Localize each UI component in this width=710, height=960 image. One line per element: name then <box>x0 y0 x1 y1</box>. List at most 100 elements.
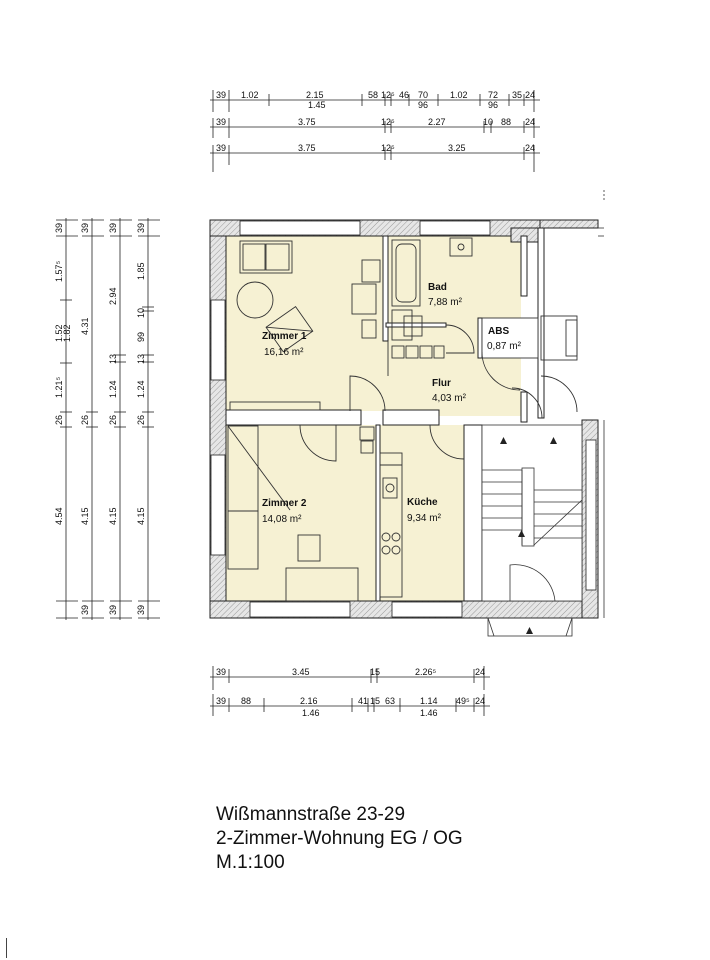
dim-bottom-2-8: 49⁵ <box>456 696 470 706</box>
dim-top-2-4: 2.27 <box>428 117 446 127</box>
dim-bottom-2-6: 63 <box>385 696 395 706</box>
dim-left-3-2: 2.94 <box>108 287 118 305</box>
dim-top-1-3: 2.15 <box>306 90 324 100</box>
dim-left-3-7: 39 <box>108 605 118 615</box>
dim-top-3-4: 3.25 <box>448 143 466 153</box>
dim-top-1-1: 39 <box>216 90 226 100</box>
dim-left-4-4: 99 <box>136 332 146 342</box>
room-labels: Zimmer 1 16,16 m² Bad 7,88 m² ABS 0,87 m… <box>262 282 522 525</box>
dim-left-1-1: 39 <box>54 223 64 233</box>
room-name-bad: Bad <box>428 282 447 293</box>
dim-bottom-2-9: 24 <box>475 696 485 706</box>
dim-top-1-7: 70 <box>418 90 428 100</box>
dimension-texts-top: 39 1.02 2.15 58 12⁵ 46 70 1.02 72 35 24 … <box>216 90 535 153</box>
dim-bottom-2-sub-1: 1.46 <box>302 708 320 718</box>
dim-left-3-4: 1.24 <box>108 380 118 398</box>
dim-bottom-1-3: 15 <box>370 667 380 677</box>
dim-left-4-2: 1.85 <box>136 262 146 280</box>
dim-top-2-5: 10 <box>483 117 493 127</box>
dim-bottom-2-4: 41 <box>358 696 368 706</box>
dim-top-3-2: 3.75 <box>298 143 316 153</box>
room-area-bad: 7,88 m² <box>428 297 463 308</box>
furniture-zimmer-1 <box>229 240 381 411</box>
dimension-lines-top <box>210 90 540 172</box>
dim-left-2-4: 26 <box>80 415 90 425</box>
caption-street: Wißmannstraße 23-29 <box>216 804 406 825</box>
dim-left-4-8: 4.15 <box>136 507 146 525</box>
dim-left-2-5: 4.15 <box>80 507 90 525</box>
dim-top-1-4: 58 <box>368 90 378 100</box>
dim-left-4-5: 13 <box>136 354 146 364</box>
room-fills <box>226 236 521 601</box>
dim-bottom-1-1: 39 <box>216 667 226 677</box>
dim-left-1-2: 1.57⁵ <box>54 260 64 282</box>
dim-left-3-6: 4.15 <box>108 507 118 525</box>
dim-bottom-2-2: 88 <box>241 696 251 706</box>
dim-left-4-1: 39 <box>136 223 146 233</box>
room-name-abs: ABS <box>488 326 509 337</box>
dim-top-1-2: 1.02 <box>241 90 259 100</box>
windows <box>210 220 597 618</box>
dim-top-1-8: 1.02 <box>450 90 468 100</box>
floor-plan: Zimmer 1 16,16 m² Bad 7,88 m² ABS 0,87 m… <box>54 90 605 718</box>
interior-walls <box>225 227 545 602</box>
dim-left-2-6: 39 <box>80 605 90 615</box>
neighbor-outline <box>598 190 605 618</box>
dim-top-3-1: 39 <box>216 143 226 153</box>
caption-unit: 2-Zimmer-Wohnung EG / OG <box>216 828 463 849</box>
dim-top-2-6: 88 <box>501 117 511 127</box>
dim-top-1-9: 72 <box>488 90 498 100</box>
dim-top-1-sub-3: 96 <box>488 100 498 110</box>
room-name-kueche: Küche <box>407 497 438 508</box>
room-area-zimmer-1: 16,16 m² <box>264 347 304 358</box>
dim-left-3-1: 39 <box>108 223 118 233</box>
caption-scale: M.1:100 <box>216 852 285 873</box>
stair-arrows <box>500 437 557 634</box>
dim-top-2-2: 3.75 <box>298 117 316 127</box>
dim-top-1-5: 12⁵ <box>381 90 395 100</box>
dim-bottom-2-5: 15 <box>370 696 380 706</box>
dim-top-1-10: 35 <box>512 90 522 100</box>
dimension-texts-bottom: 39 3.45 15 2.26⁵ 24 39 88 2.16 41 15 63 … <box>216 667 485 718</box>
dim-left-1-3: 1.52 <box>54 324 64 342</box>
dim-left-3-5: 26 <box>108 415 118 425</box>
dim-left-4-9: 39 <box>136 605 146 615</box>
dim-top-1-sub-2: 96 <box>418 100 428 110</box>
dim-bottom-2-7: 1.14 <box>420 696 438 706</box>
dim-bottom-1-2: 3.45 <box>292 667 310 677</box>
dim-top-3-5: 24 <box>525 143 535 153</box>
dim-left-2-3: 4.31 <box>80 317 90 335</box>
dim-bottom-2-sub-2: 1.46 <box>420 708 438 718</box>
dim-top-1-sub-1: 1.45 <box>308 100 326 110</box>
bathroom-fixtures <box>391 237 473 359</box>
dimension-texts-left: 39 1.57⁵ 1.52 1.21⁵ 26 4.54 39 1.82 4.31… <box>54 223 146 615</box>
dim-bottom-1-5: 24 <box>475 667 485 677</box>
dimension-lines-bottom <box>210 666 490 716</box>
dimension-lines-left <box>56 218 160 620</box>
room-area-abs: 0,87 m² <box>487 341 522 352</box>
dim-top-2-1: 39 <box>216 117 226 127</box>
room-name-zimmer-1: Zimmer 1 <box>262 331 307 342</box>
dim-left-4-3: 10 <box>136 308 146 318</box>
abs-room <box>481 315 578 361</box>
dim-top-3-3: 12⁵ <box>381 143 395 153</box>
dim-top-2-3: 12⁵ <box>381 117 395 127</box>
dim-left-4-6: 1.24 <box>136 380 146 398</box>
kitchen-fixtures <box>359 426 403 598</box>
room-area-kueche: 9,34 m² <box>407 513 442 524</box>
dim-bottom-2-1: 39 <box>216 696 226 706</box>
room-area-zimmer-2: 14,08 m² <box>262 514 302 525</box>
dim-top-1-11: 24 <box>525 90 535 100</box>
dim-left-4-7: 26 <box>136 415 146 425</box>
room-name-zimmer-2: Zimmer 2 <box>262 498 307 509</box>
dim-left-2-1: 39 <box>80 223 90 233</box>
page-edge-mark <box>6 938 7 958</box>
staircase <box>481 424 583 637</box>
dim-left-1-4: 1.21⁵ <box>54 376 64 398</box>
dim-left-2-2: 1.82 <box>62 324 72 342</box>
dim-top-1-6: 46 <box>399 90 409 100</box>
doors <box>299 324 578 462</box>
dim-bottom-2-3: 2.16 <box>300 696 318 706</box>
furniture-zimmer-2 <box>227 425 359 602</box>
dim-left-1-5: 26 <box>54 415 64 425</box>
